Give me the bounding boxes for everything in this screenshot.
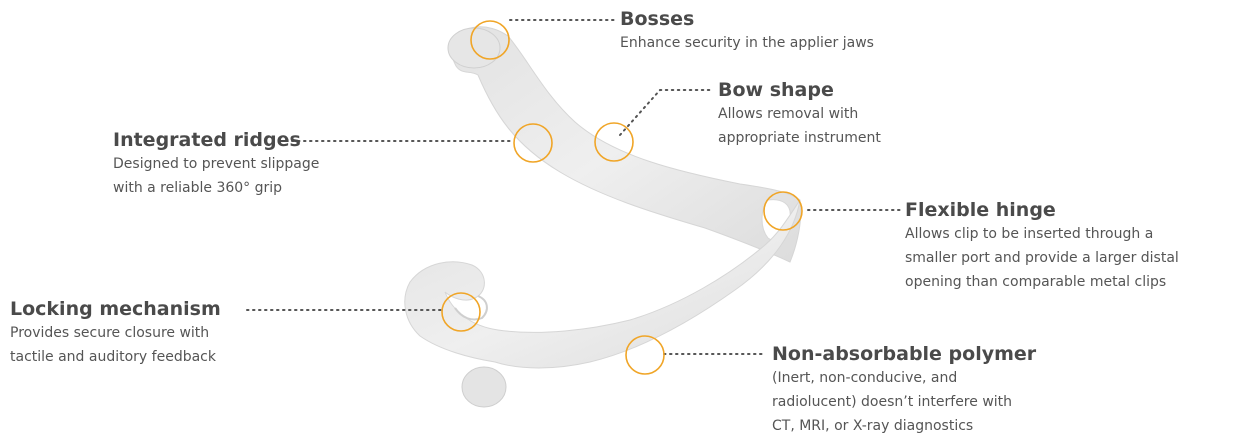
leader-bow-shape bbox=[620, 90, 710, 135]
callout-polymer: Non-absorbable polymer (Inert, non-condu… bbox=[772, 342, 1112, 438]
callout-desc-line: with a reliable 360° grip bbox=[113, 176, 413, 200]
callout-bosses: Bosses Enhance security in the applier j… bbox=[620, 7, 980, 55]
callout-title: Bosses bbox=[620, 7, 980, 31]
callout-title: Integrated ridges bbox=[113, 128, 413, 152]
callout-title: Locking mechanism bbox=[10, 297, 310, 321]
callout-flexible-hinge: Flexible hinge Allows clip to be inserte… bbox=[905, 198, 1245, 294]
callout-locking-mechanism: Locking mechanism Provides secure closur… bbox=[10, 297, 310, 369]
callout-desc-line: radiolucent) doesn’t interfere with bbox=[772, 390, 1112, 414]
callout-desc-line: Allows removal with bbox=[718, 102, 1018, 126]
callout-title: Flexible hinge bbox=[905, 198, 1245, 222]
callout-desc: Enhance security in the applier jaws bbox=[620, 31, 980, 55]
callout-desc-line: CT, MRI, or X-ray diagnostics bbox=[772, 414, 1112, 438]
callout-desc-line: appropriate instrument bbox=[718, 126, 1018, 150]
clip-bottom-boss bbox=[462, 367, 506, 407]
callout-desc-line: Designed to prevent slippage bbox=[113, 152, 413, 176]
callout-desc-line: smaller port and provide a larger distal bbox=[905, 246, 1245, 270]
clip-top-boss bbox=[448, 28, 500, 68]
callout-title: Non-absorbable polymer bbox=[772, 342, 1112, 366]
callout-integrated-ridges: Integrated ridges Designed to prevent sl… bbox=[113, 128, 413, 200]
callout-desc-line: opening than comparable metal clips bbox=[905, 270, 1245, 294]
callout-desc-line: (Inert, non-conducive, and bbox=[772, 366, 1112, 390]
callout-desc-line: Allows clip to be inserted through a bbox=[905, 222, 1245, 246]
callout-title: Bow shape bbox=[718, 78, 1018, 102]
callout-desc-line: Provides secure closure with bbox=[10, 321, 310, 345]
callout-desc-line: tactile and auditory feedback bbox=[10, 345, 310, 369]
callout-bow-shape: Bow shape Allows removal with appropriat… bbox=[718, 78, 1018, 150]
